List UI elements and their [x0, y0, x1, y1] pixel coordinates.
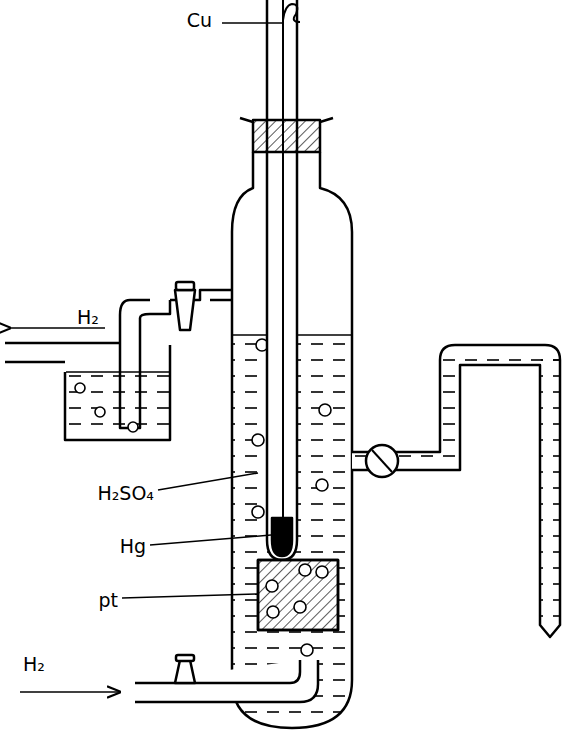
platinum-label: pt [98, 591, 118, 610]
electrolyte-label: H₂SO₄ [97, 484, 154, 503]
gas-label: H₂ [23, 655, 45, 674]
mercury-label: Hg [120, 537, 146, 556]
gas-label: H₂ [77, 308, 99, 327]
metal-label: Cu [187, 11, 212, 30]
